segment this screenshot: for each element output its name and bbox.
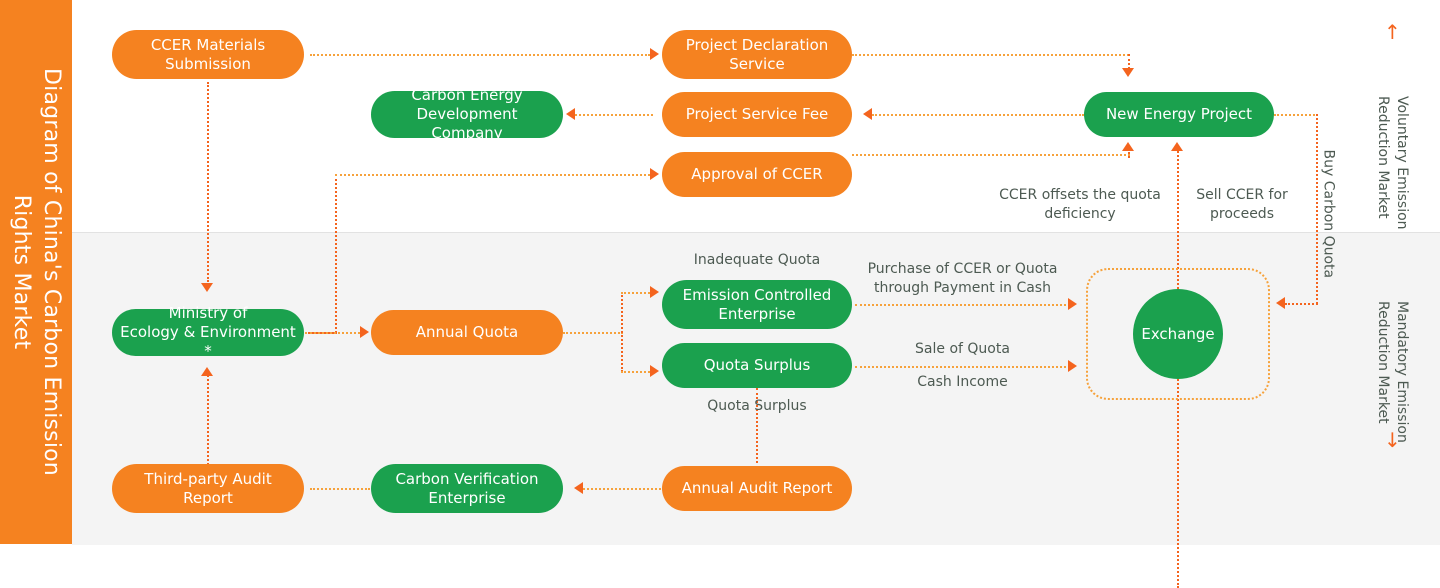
edge-declaration-to-new-energy-v	[1128, 54, 1130, 69]
caption-line2: deficiency	[1044, 206, 1116, 222]
edge-new-energy-to-exchange-h	[1274, 114, 1318, 116]
exchange-container	[1086, 268, 1270, 400]
edge-ministry-to-approval-h2	[335, 174, 650, 176]
arrowhead-right-icon	[360, 326, 369, 338]
caption-line1: Purchase of CCER or Quota	[867, 261, 1058, 277]
caption-inadequate-quota: Inadequate Quota	[693, 252, 821, 268]
diagram-title-bar: Diagram of China's Carbon Emission Right…	[0, 0, 72, 544]
node-label: Approval of CCER	[691, 165, 823, 183]
caption-sale-of-quota: Sale of Quota	[915, 341, 1010, 357]
node-label: Quota Surplus	[703, 356, 811, 374]
up-arrow-icon: ↑	[1384, 20, 1401, 44]
node-annual-quota[interactable]: Annual Quota	[371, 310, 563, 355]
arrowhead-right-icon	[650, 286, 659, 298]
edge-annual-quota-to-emission-controlled	[621, 292, 650, 294]
edge-buy-carbon-quota-h	[1285, 303, 1318, 305]
arrowhead-right-icon	[1068, 298, 1077, 310]
mandatory-market-label-line1: Mandatory Emission	[1394, 301, 1410, 443]
edge-annual-audit-to-verification	[583, 488, 661, 490]
arrowhead-up-icon	[201, 367, 213, 376]
node-approval-of-ccer[interactable]: Approval of CCER	[662, 152, 852, 197]
arrowhead-right-icon	[650, 48, 659, 60]
down-arrow-icon: ↓	[1384, 428, 1401, 452]
node-label: Annual Audit Report	[681, 479, 833, 497]
edge-service-fee-to-carbon-energy	[575, 114, 653, 116]
caption-purchase-ccer-or-quota: Purchase of CCER or Quota through Paymen…	[855, 260, 1070, 298]
node-label: New Energy Project	[1105, 105, 1253, 123]
node-label: Annual Quota	[415, 323, 519, 341]
caption-line1: Sell CCER for	[1196, 187, 1288, 203]
edge-ccer-materials-to-declaration	[310, 54, 650, 56]
page-title-line1: Diagram of China's Carbon Emission	[39, 68, 64, 476]
arrowhead-left-icon	[863, 108, 872, 120]
edge-emission-controlled-to-exchange	[855, 304, 1070, 306]
edge-annual-quota-trunk	[563, 332, 623, 334]
arrowhead-right-icon	[1068, 360, 1077, 372]
edge-quota-surplus-to-exchange	[855, 366, 1070, 368]
edge-quota-surplus-to-annual-audit	[756, 388, 758, 463]
edge-ccer-materials-to-ministry	[207, 82, 209, 282]
arrowhead-right-icon	[650, 168, 659, 180]
arrowhead-left-icon	[1276, 297, 1285, 309]
node-quota-surplus[interactable]: Quota Surplus	[662, 343, 852, 388]
caption-quota-surplus-below: Quota Surplus	[707, 398, 807, 414]
arrowhead-right-icon	[650, 365, 659, 377]
page-title-line2: Rights Market	[9, 194, 34, 350]
page-title: Diagram of China's Carbon Emission Right…	[6, 68, 66, 476]
edge-ministry-to-annual-quota	[305, 332, 360, 334]
arrowhead-left-icon	[566, 108, 575, 120]
edge-annual-quota-branch-v	[621, 292, 623, 372]
arrowhead-down-icon	[1122, 68, 1134, 77]
caption-ccer-offsets-quota-deficiency: CCER offsets the quota deficiency	[980, 186, 1180, 224]
caption-line1: CCER offsets the quota	[999, 187, 1161, 203]
edge-ministry-to-approval-v	[335, 174, 337, 333]
caption-sell-ccer-for-proceeds: Sell CCER for proceeds	[1186, 186, 1298, 224]
caption-cash-income: Cash Income	[917, 374, 1008, 390]
mandatory-market-label-line2: Reduction Market	[1375, 301, 1391, 424]
edge-new-energy-to-service-fee	[872, 114, 1084, 116]
edge-approval-to-new-energy-h	[852, 154, 1130, 156]
node-label: Project Service Fee	[685, 105, 829, 123]
arrowhead-up-icon	[1171, 142, 1183, 151]
mandatory-market-label: Mandatory Emission Reduction Market	[1344, 301, 1440, 443]
node-new-energy-project[interactable]: New Energy Project	[1084, 92, 1274, 137]
edge-verification-to-third-party	[310, 488, 370, 490]
edge-buy-carbon-quota-v	[1316, 114, 1318, 304]
voluntary-market-label: Voluntary Emission Reduction Market	[1344, 96, 1440, 230]
edge-third-party-to-ministry	[207, 375, 209, 465]
node-annual-audit-report[interactable]: Annual Audit Report	[662, 466, 852, 511]
voluntary-market-label-line1: Voluntary Emission	[1394, 96, 1410, 230]
caption-line2: proceeds	[1209, 206, 1274, 222]
edge-declaration-to-new-energy-h	[852, 54, 1129, 56]
edge-annual-quota-to-quota-surplus	[621, 371, 650, 373]
node-exchange[interactable]: Exchange	[1133, 289, 1223, 379]
arrowhead-left-icon	[574, 482, 583, 494]
arrowhead-down-icon	[201, 283, 213, 292]
caption-buy-carbon-quota: Buy Carbon Quota	[1320, 149, 1337, 279]
node-project-service-fee[interactable]: Project Service Fee	[662, 92, 852, 137]
caption-line2: through Payment in Cash	[874, 280, 1051, 296]
node-label: Exchange	[1141, 324, 1215, 343]
edge-approval-to-new-energy-v	[1128, 148, 1130, 158]
arrowhead-up-icon	[1122, 142, 1134, 151]
